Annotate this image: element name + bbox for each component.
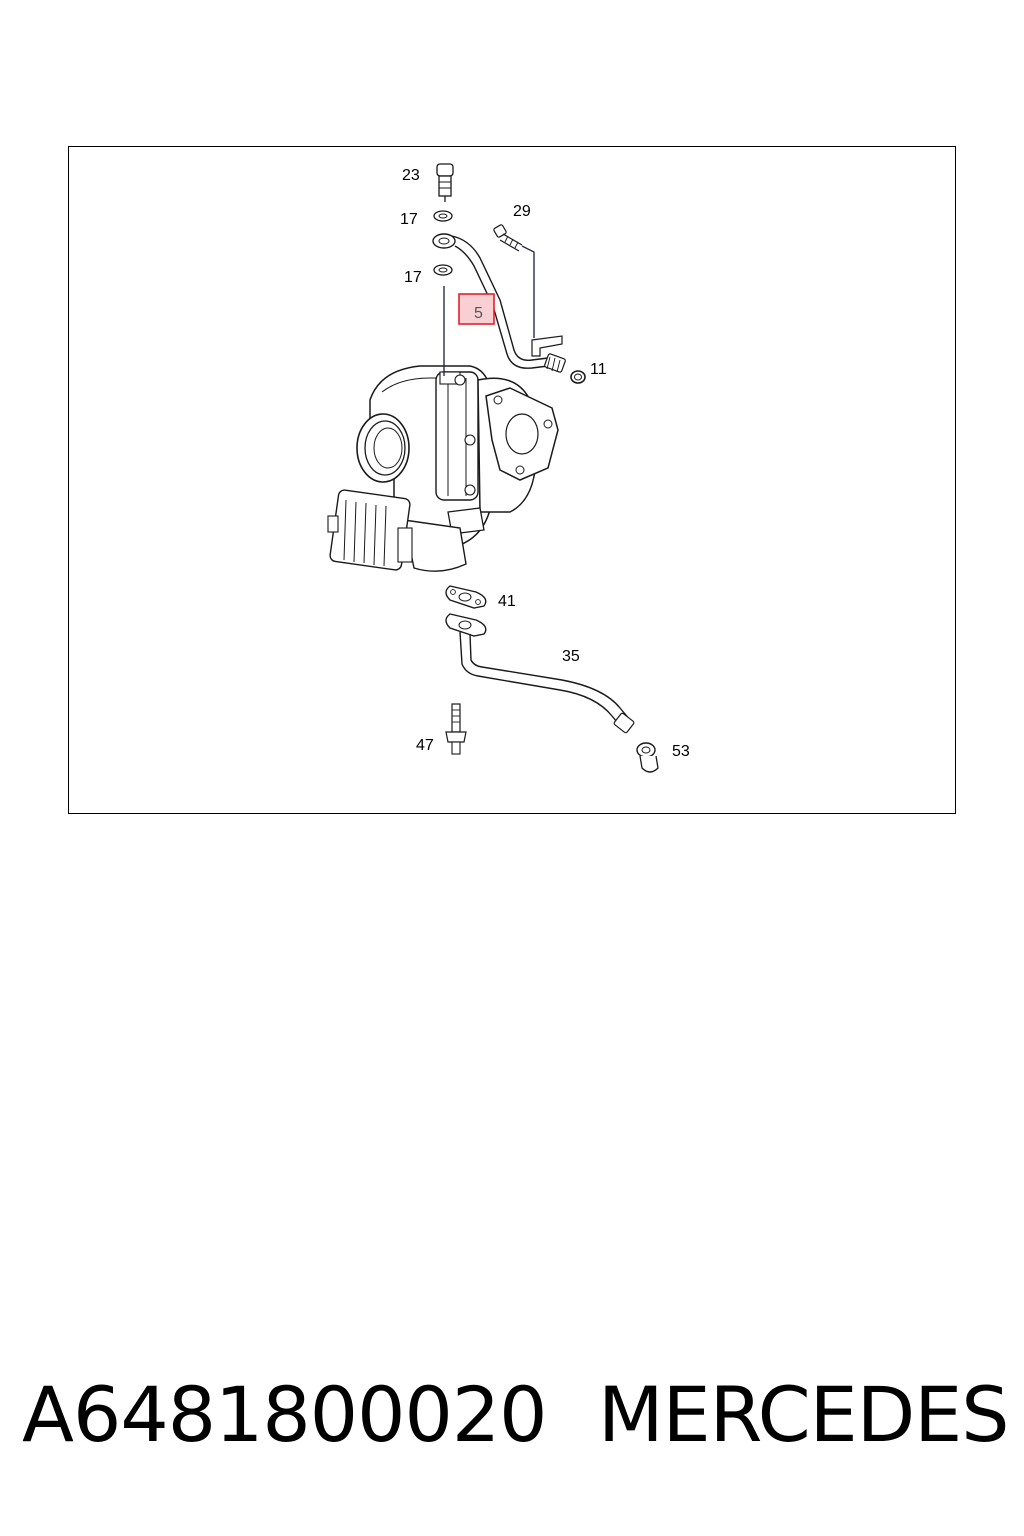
callout-35[interactable]: 35	[562, 648, 580, 665]
leader-line-bracket-bolt	[521, 245, 535, 338]
diagram-frame	[68, 146, 956, 814]
parts-diagram: 23 17 17 29 5 11 41 35 47 53	[327, 163, 690, 773]
highlight-box-callout-5	[458, 293, 495, 325]
grommet-part	[636, 742, 659, 773]
stud-bolt-part	[445, 703, 467, 755]
callout-47[interactable]: 47	[416, 737, 434, 754]
callout-29[interactable]: 29	[513, 203, 531, 220]
brand-text: MERCEDES	[598, 1370, 1009, 1459]
callout-17-upper[interactable]: 17	[400, 211, 418, 228]
oil-feed-line-part	[432, 233, 566, 373]
turbocharger-assembly	[327, 365, 559, 572]
banjo-bolt-part	[436, 163, 454, 202]
callout-41[interactable]: 41	[498, 593, 516, 610]
part-number-text: A6481800020	[22, 1370, 548, 1459]
callout-23[interactable]: 23	[402, 167, 420, 184]
oil-return-line-part	[445, 613, 635, 734]
sealing-ring-upper	[433, 210, 453, 222]
sealing-ring-lower	[433, 264, 453, 276]
callout-5[interactable]: 5	[474, 305, 483, 322]
bracket-bolt-part	[493, 224, 523, 252]
callout-11[interactable]: 11	[590, 361, 607, 378]
o-ring-part	[570, 370, 586, 384]
callout-17-lower[interactable]: 17	[404, 269, 422, 286]
gasket-part	[445, 585, 487, 609]
callout-53[interactable]: 53	[672, 743, 690, 760]
